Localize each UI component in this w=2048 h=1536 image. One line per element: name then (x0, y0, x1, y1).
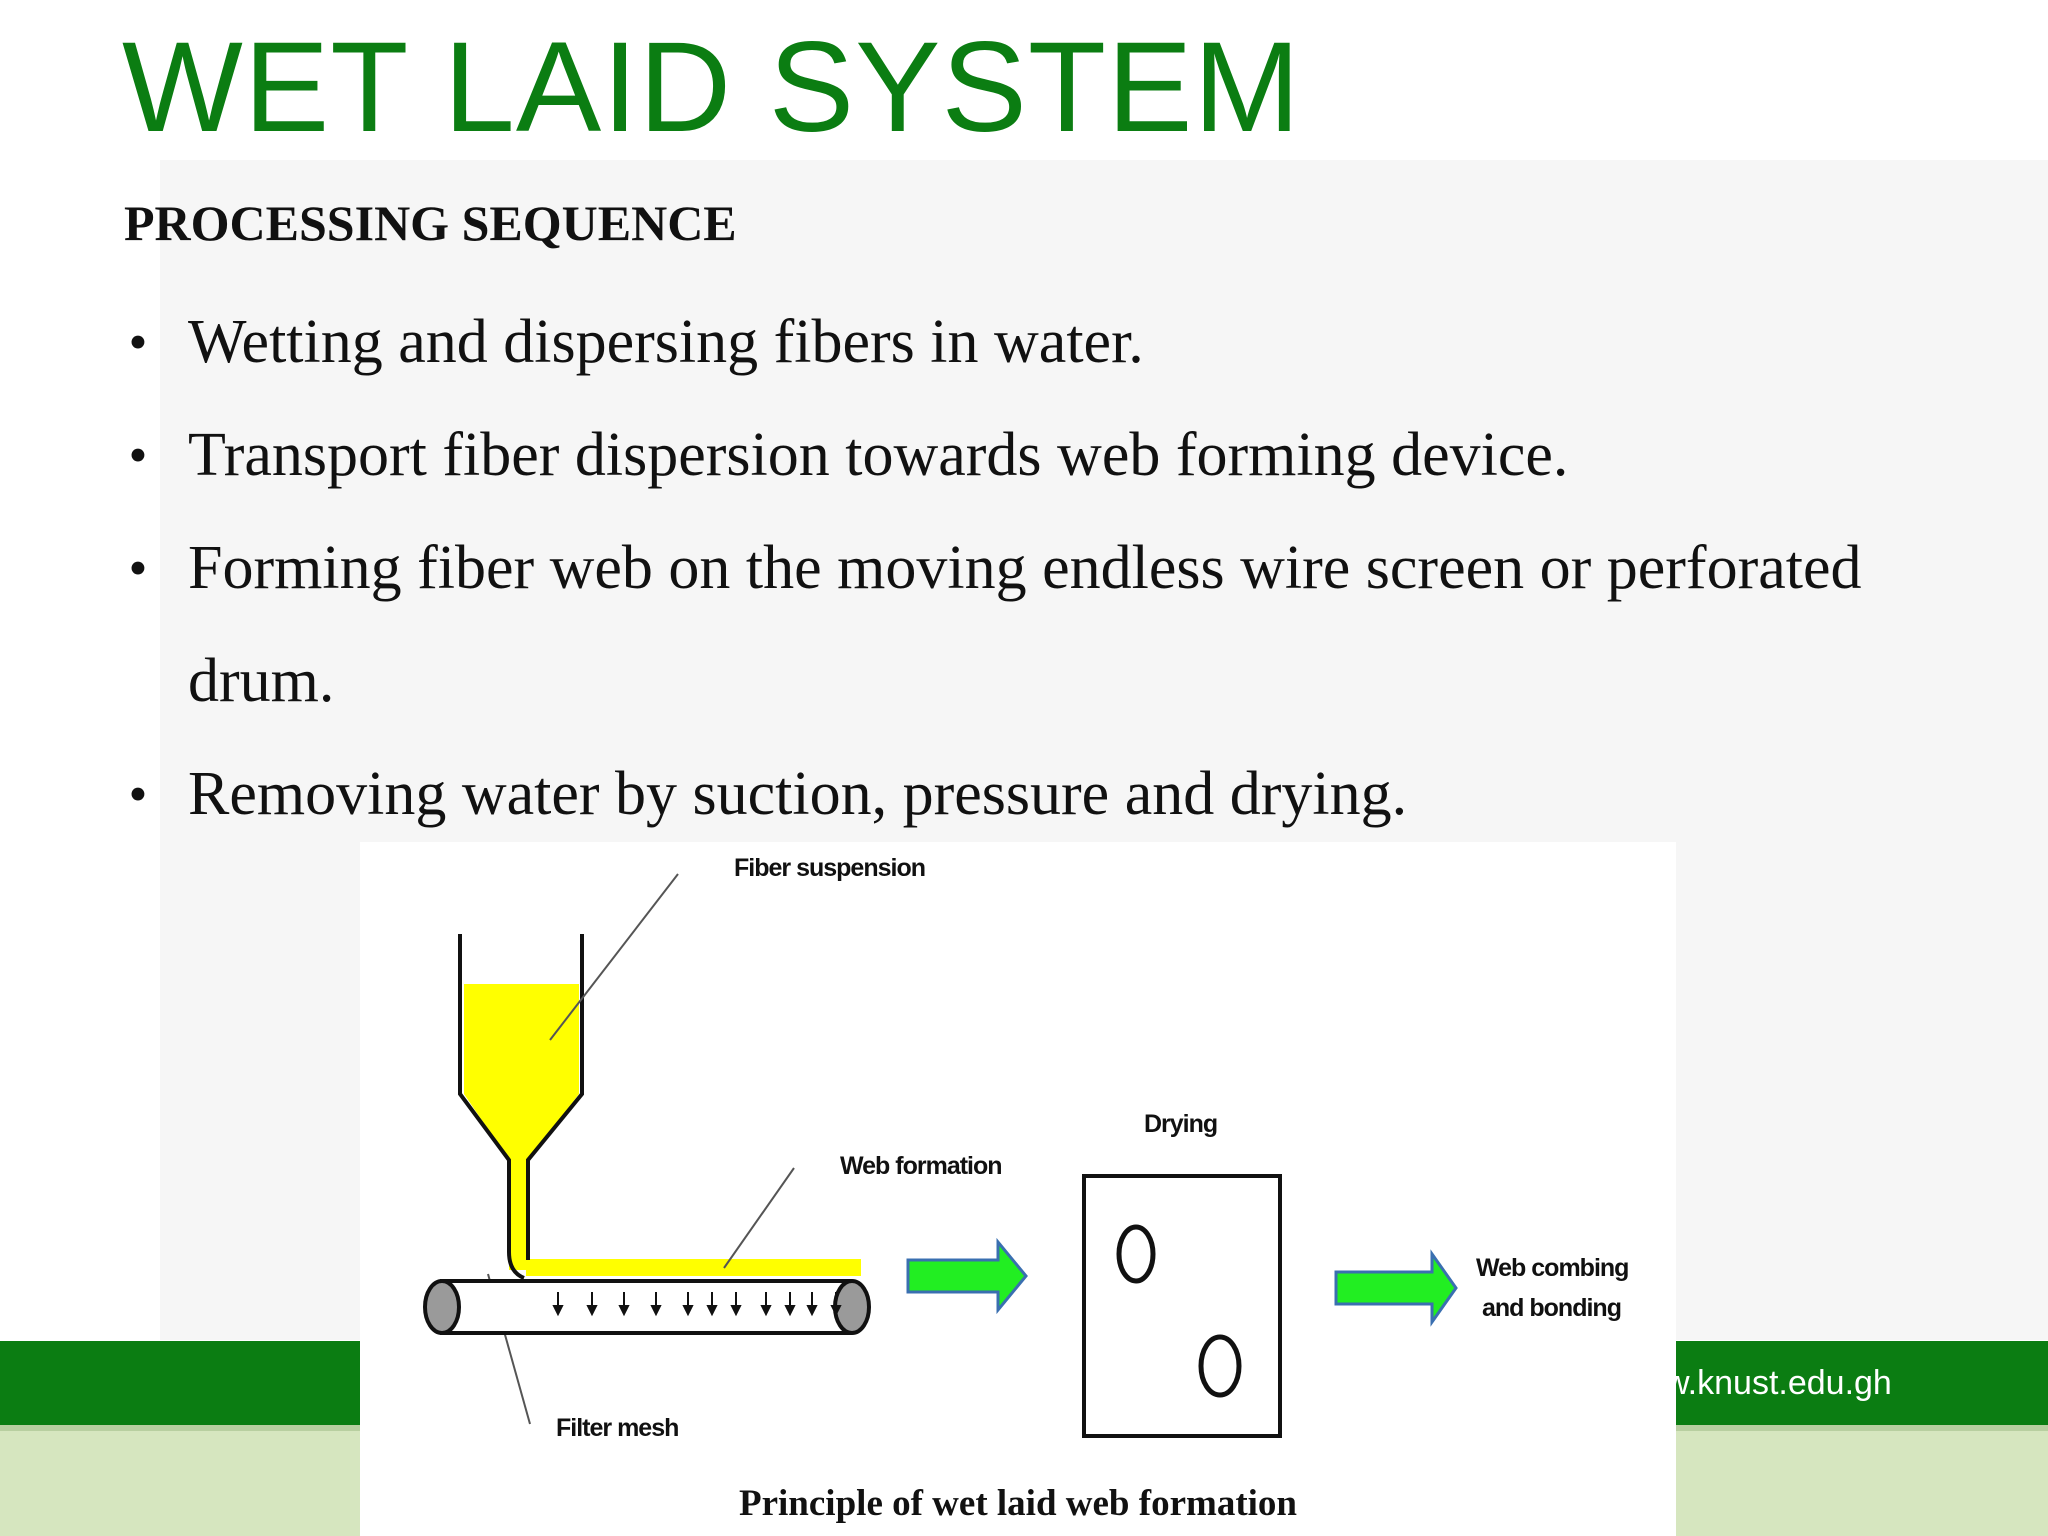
bullet-dot-icon: • (128, 312, 148, 372)
list-item: • Removing water by suction, pressure an… (118, 738, 1978, 851)
filter-mesh-label: Filter mesh (556, 1414, 679, 1442)
bullet-dot-icon: • (128, 425, 148, 485)
web-formation-label: Web formation (840, 1152, 1003, 1180)
web-combing-label: Web combing (1476, 1254, 1629, 1282)
fiber-suspension-pointer (549, 873, 679, 1041)
suction-arrow-head (682, 1305, 694, 1317)
suction-arrow-head (730, 1305, 742, 1317)
wet-laid-diagram: Fiber suspension Web formation Drying We… (360, 842, 1676, 1536)
list-item-text: Wetting and dispersing fibers in water. (188, 308, 1144, 376)
suction-arrow-head (760, 1305, 772, 1317)
drying-circle (1116, 1224, 1156, 1284)
list-item-text: Forming fiber web on the moving endless … (188, 534, 1862, 715)
suction-arrow-head (806, 1305, 818, 1317)
hopper-suspension-fill (464, 984, 579, 1270)
suction-arrow-head (784, 1305, 796, 1317)
suction-arrow-head (706, 1305, 718, 1317)
figure-caption: Principle of wet laid web formation (739, 1483, 1297, 1524)
list-item: • Transport fiber dispersion towards web… (118, 399, 1978, 512)
hopper-outline (458, 934, 584, 1280)
diagram-drawing (423, 873, 1458, 1438)
list-item-text: Removing water by suction, pressure and … (188, 760, 1408, 828)
list-item-text: Transport fiber dispersion towards web f… (188, 421, 1569, 489)
drying-label: Drying (1144, 1110, 1218, 1138)
slide-title: WET LAID SYSTEM (122, 16, 1302, 159)
suction-arrows (552, 1292, 842, 1317)
suction-arrow-head (830, 1305, 842, 1317)
arrow-to-combing (1334, 1249, 1458, 1327)
bullet-dot-icon: • (128, 538, 148, 598)
footer-url: w.knust.edu.gh (1665, 1364, 1892, 1402)
web-layer (526, 1259, 861, 1276)
bullet-dot-icon: • (128, 764, 148, 824)
list-item: • Forming fiber web on the moving endles… (118, 512, 1978, 738)
list-item: • Wetting and dispersing fibers in water… (118, 286, 1978, 399)
arrow-to-drying (906, 1237, 1028, 1315)
suction-arrow-head (552, 1305, 564, 1317)
processing-steps-list: • Wetting and dispersing fibers in water… (118, 286, 1978, 851)
fiber-suspension-label: Fiber suspension (734, 854, 926, 882)
drying-box (1082, 1174, 1282, 1438)
drying-circle (1198, 1334, 1242, 1398)
suction-arrow-head (586, 1305, 598, 1317)
section-subtitle: PROCESSING SEQUENCE (124, 195, 737, 251)
left-roller (423, 1279, 461, 1335)
and-bonding-label: and bonding (1482, 1294, 1622, 1322)
web-formation-pointer (723, 1167, 795, 1269)
suction-arrow-head (650, 1305, 662, 1317)
suction-arrow-head (618, 1305, 630, 1317)
